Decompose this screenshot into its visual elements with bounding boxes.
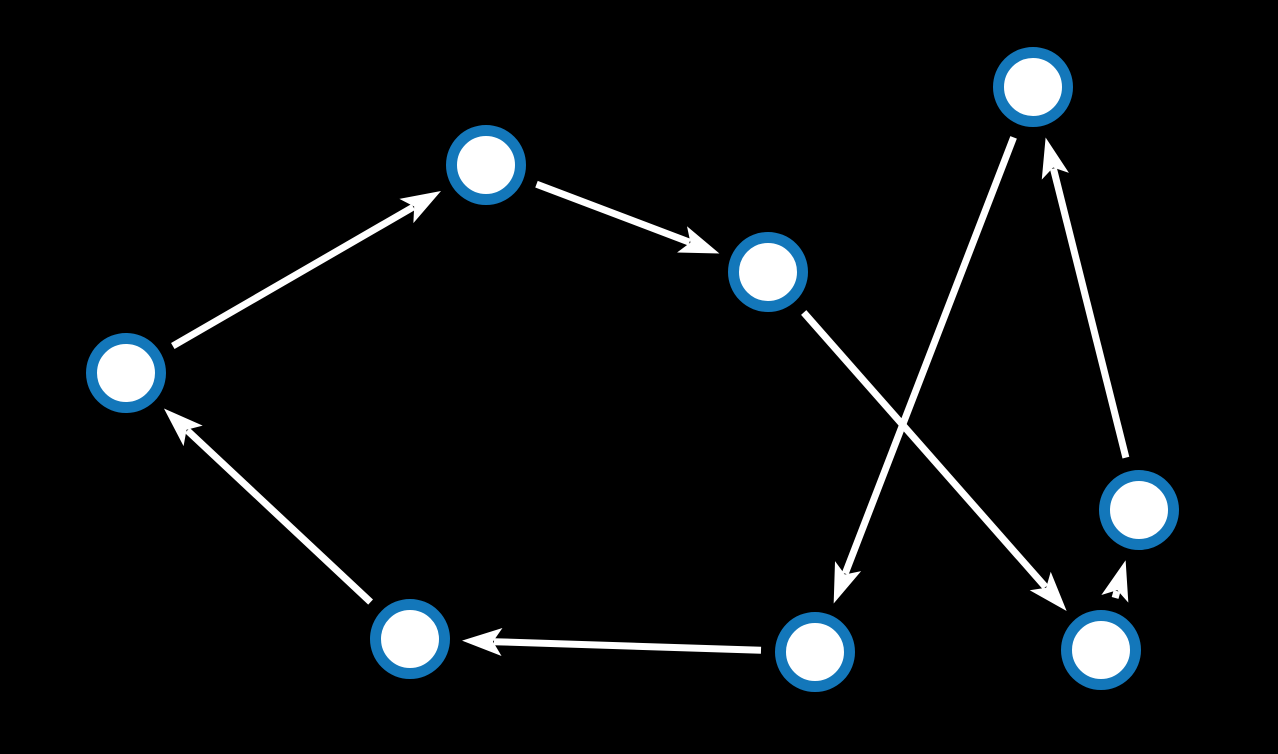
graph-node-bottom-middle — [775, 612, 855, 692]
graph-edge-n1-n7 — [833, 136, 1017, 604]
graph-node-bottom-left — [370, 599, 450, 679]
graph-node-bottom-right — [1061, 610, 1141, 690]
graph-node-left — [86, 333, 166, 413]
graph-node-top-right — [993, 47, 1073, 127]
graph-edge-n3-n8 — [801, 310, 1067, 612]
graph-node-center — [728, 232, 808, 312]
graph-edge-n7-n6 — [462, 627, 762, 656]
graph-node-upper-middle-left — [446, 125, 526, 205]
graph-edge-n6-n4 — [163, 408, 373, 605]
graph-edge-n5-n1 — [1041, 137, 1130, 459]
graph-edge-n4-n2 — [171, 190, 442, 350]
graph-edge-n2-n3 — [535, 180, 720, 254]
graph-node-right — [1099, 470, 1179, 550]
graph-edge-n8-n5 — [1101, 560, 1129, 603]
